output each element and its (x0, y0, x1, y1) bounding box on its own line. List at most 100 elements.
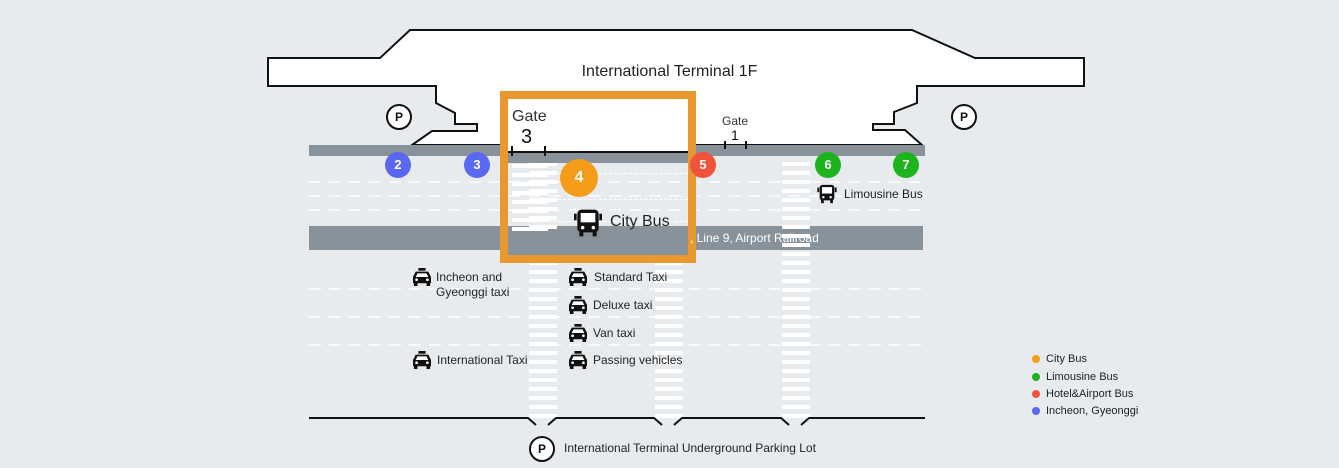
bus-stop-3[interactable]: 3 (464, 152, 490, 178)
legend-item-incheon-gyeonggi: Incheon, Gyeonggi (1032, 405, 1138, 417)
crosswalk-stripe (529, 369, 557, 373)
crosswalk-stripe (782, 261, 810, 265)
taxi-icon (411, 268, 433, 291)
crosswalk-stripe (782, 288, 810, 292)
taxi-van-label: Van taxi (593, 326, 636, 340)
taxi-standard-label: Standard Taxi (594, 270, 668, 284)
taxi-incheon-gyeonggi-label: Incheon and Gyeonggi taxi (436, 270, 509, 300)
crosswalk-stripe (782, 234, 810, 238)
underground-entrance-line (309, 417, 925, 426)
crosswalk-stripe (529, 288, 557, 292)
crosswalk-stripe (529, 279, 557, 283)
crosswalk-stripe (529, 378, 557, 382)
city-bus-highlight[interactable]: Gate 3 City Bus (500, 91, 696, 263)
city-bus-label: City Bus (610, 213, 670, 230)
crosswalk-stripe (529, 396, 557, 400)
crosswalk-stripe (529, 315, 557, 319)
crosswalk-stripe (655, 279, 683, 283)
crosswalk-stripe (655, 324, 683, 328)
crosswalk-stripe (782, 216, 810, 220)
bus-stop-6[interactable]: 6 (815, 152, 841, 178)
underground-parking-icon: P (529, 436, 555, 462)
gate-3-word: Gate (512, 108, 547, 125)
legend-dot (1032, 355, 1040, 363)
crosswalk-stripe (782, 414, 810, 418)
bus-stop-5[interactable]: 5 (690, 152, 716, 178)
crosswalk-stripe (655, 369, 683, 373)
railroad-bar-label: , Line 9, Airport Railroad (690, 231, 819, 245)
crosswalk-stripe (529, 270, 557, 274)
crosswalk-stripe (782, 162, 810, 166)
crosswalk-stripe (782, 180, 810, 184)
crosswalk-stripe (529, 360, 557, 364)
crosswalk-stripe (655, 396, 683, 400)
crosswalk-stripe (782, 171, 810, 175)
taxi-international-label: International Taxi (437, 353, 528, 367)
limousine-bus-label: Limousine Bus (844, 187, 923, 201)
taxi-label-line: Incheon and (436, 270, 503, 284)
crosswalk-stripe (782, 396, 810, 400)
crosswalk-stripe (782, 189, 810, 193)
crosswalk-stripe (655, 315, 683, 319)
legend-label: Hotel&Airport Bus (1046, 388, 1134, 400)
crosswalk-stripe (529, 297, 557, 301)
gate-1-number: 1 (731, 127, 739, 143)
bus-stop-7[interactable]: 7 (893, 152, 919, 178)
limousine-bus-icon (817, 184, 837, 204)
taxi-icon (567, 296, 589, 319)
crosswalk-stripe (782, 243, 810, 247)
crosswalk-stripe (782, 297, 810, 301)
crosswalk-stripe (782, 306, 810, 310)
lane-dashes-lower (309, 288, 925, 346)
crosswalk-stripe (782, 369, 810, 373)
legend-item-hotel-airport-bus: Hotel&Airport Bus (1032, 388, 1133, 400)
crosswalk-stripe (529, 414, 557, 418)
crosswalk-stripe (529, 342, 557, 346)
crosswalk-stripe (655, 351, 683, 355)
gate-3-number: 3 (521, 126, 533, 148)
crosswalk-stripe (655, 405, 683, 409)
bus-stop-2[interactable]: 2 (385, 152, 411, 178)
crosswalk-stripe (655, 387, 683, 391)
crosswalk-stripe (782, 324, 810, 328)
legend-label: Limousine Bus (1046, 371, 1119, 383)
crosswalk-stripe (655, 270, 683, 274)
crosswalk-stripe (782, 333, 810, 337)
crosswalk-stripe (782, 360, 810, 364)
bus-stop-4[interactable]: 4 (560, 159, 598, 197)
crosswalk-stripe (529, 261, 557, 265)
crosswalk-stripe (782, 405, 810, 409)
legend-dot (1032, 373, 1040, 381)
crosswalk-stripe (655, 378, 683, 382)
crosswalk-stripe (655, 288, 683, 292)
city-bus-icon (574, 209, 602, 237)
crosswalk-stripe (782, 378, 810, 382)
underground-parking-label: International Terminal Underground Parki… (564, 441, 816, 455)
legend-dot (1032, 407, 1040, 415)
crosswalk-stripe (655, 414, 683, 418)
crosswalk-stripe (529, 306, 557, 310)
taxi-icon (567, 351, 589, 374)
legend-dot (1032, 390, 1040, 398)
crosswalk-stripe (782, 279, 810, 283)
taxi-deluxe-label: Deluxe taxi (593, 298, 653, 312)
crosswalk-stripe (529, 351, 557, 355)
legend-label: City Bus (1046, 353, 1087, 365)
taxi-label-line: Gyeonggi taxi (436, 285, 510, 299)
crosswalk-stripe (782, 342, 810, 346)
lane-dashes-upper (309, 181, 925, 211)
taxi-icon (567, 324, 589, 347)
gate-1-marker (724, 141, 747, 149)
terminal-building (267, 29, 1085, 146)
taxi-icon (567, 268, 589, 291)
crosswalk-stripe (782, 207, 810, 211)
crosswalk-stripe (782, 315, 810, 319)
gate-1-word: Gate (722, 114, 749, 128)
crosswalk-stripe (782, 351, 810, 355)
crosswalk-stripe (655, 261, 683, 265)
crosswalk-stripe (655, 360, 683, 364)
crosswalk-stripe (782, 252, 810, 256)
taxi-passing-label: Passing vehicles (593, 353, 683, 367)
crosswalk-stripe (529, 387, 557, 391)
